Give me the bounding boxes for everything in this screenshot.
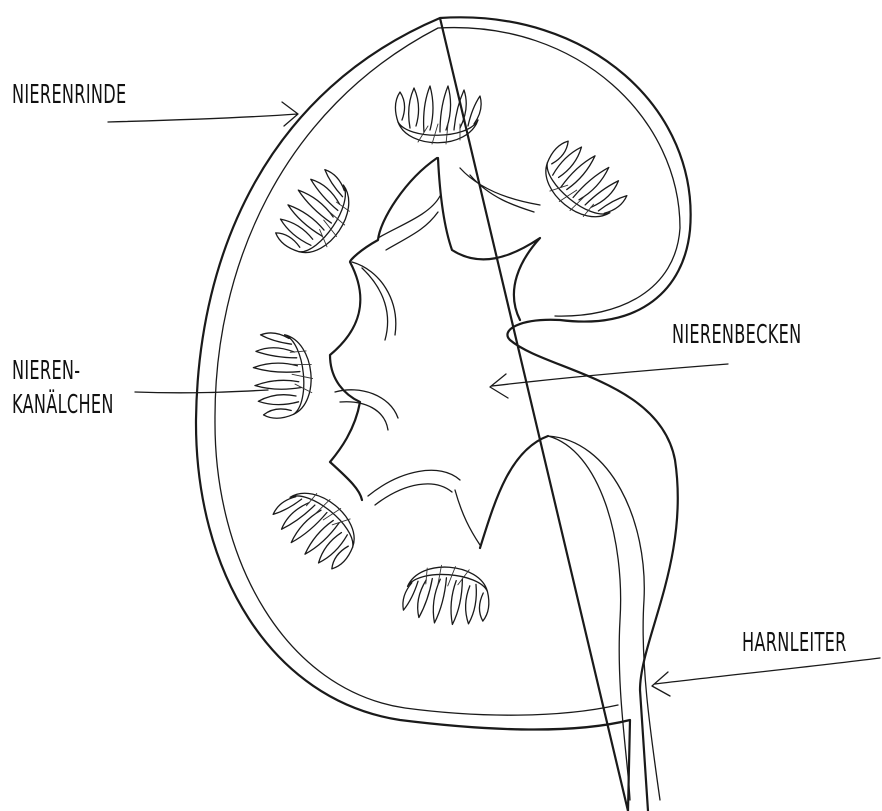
nephron-fan-upper-right <box>531 134 634 234</box>
calyx-stalk-lower <box>368 470 460 505</box>
calyx-stalk-upper <box>378 196 440 250</box>
nephron-fan-left <box>250 330 315 420</box>
leader-line-nierenkanaelchen <box>135 390 268 393</box>
label-nierenkanaelchen-line1: NIEREN- <box>12 356 80 386</box>
nephron-fan-bottom <box>401 562 491 627</box>
label-nierenrinde: NIERENRINDE <box>12 80 126 110</box>
nephron-fan-lower-left <box>266 477 369 577</box>
leader-line-nierenrinde <box>108 102 298 126</box>
arrow-harnleiter <box>652 658 880 696</box>
nephron-fan-upper-left <box>268 163 365 266</box>
label-harnleiter: HARNLEITER <box>742 628 847 658</box>
ureter-left-wall <box>548 436 630 800</box>
label-nierenbecken: NIERENBECKEN <box>672 320 801 350</box>
calyx-stalk-upper-right <box>460 168 540 212</box>
renal-pelvis-outline <box>330 158 548 548</box>
kidney-outer-outline <box>196 17 691 811</box>
label-nierenkanaelchen-line2: KANÄLCHEN <box>12 390 114 420</box>
calyx-stalk-left <box>352 262 396 340</box>
calyx-stalk-mid <box>335 390 398 430</box>
calyx-stalk-bottom <box>455 490 480 545</box>
